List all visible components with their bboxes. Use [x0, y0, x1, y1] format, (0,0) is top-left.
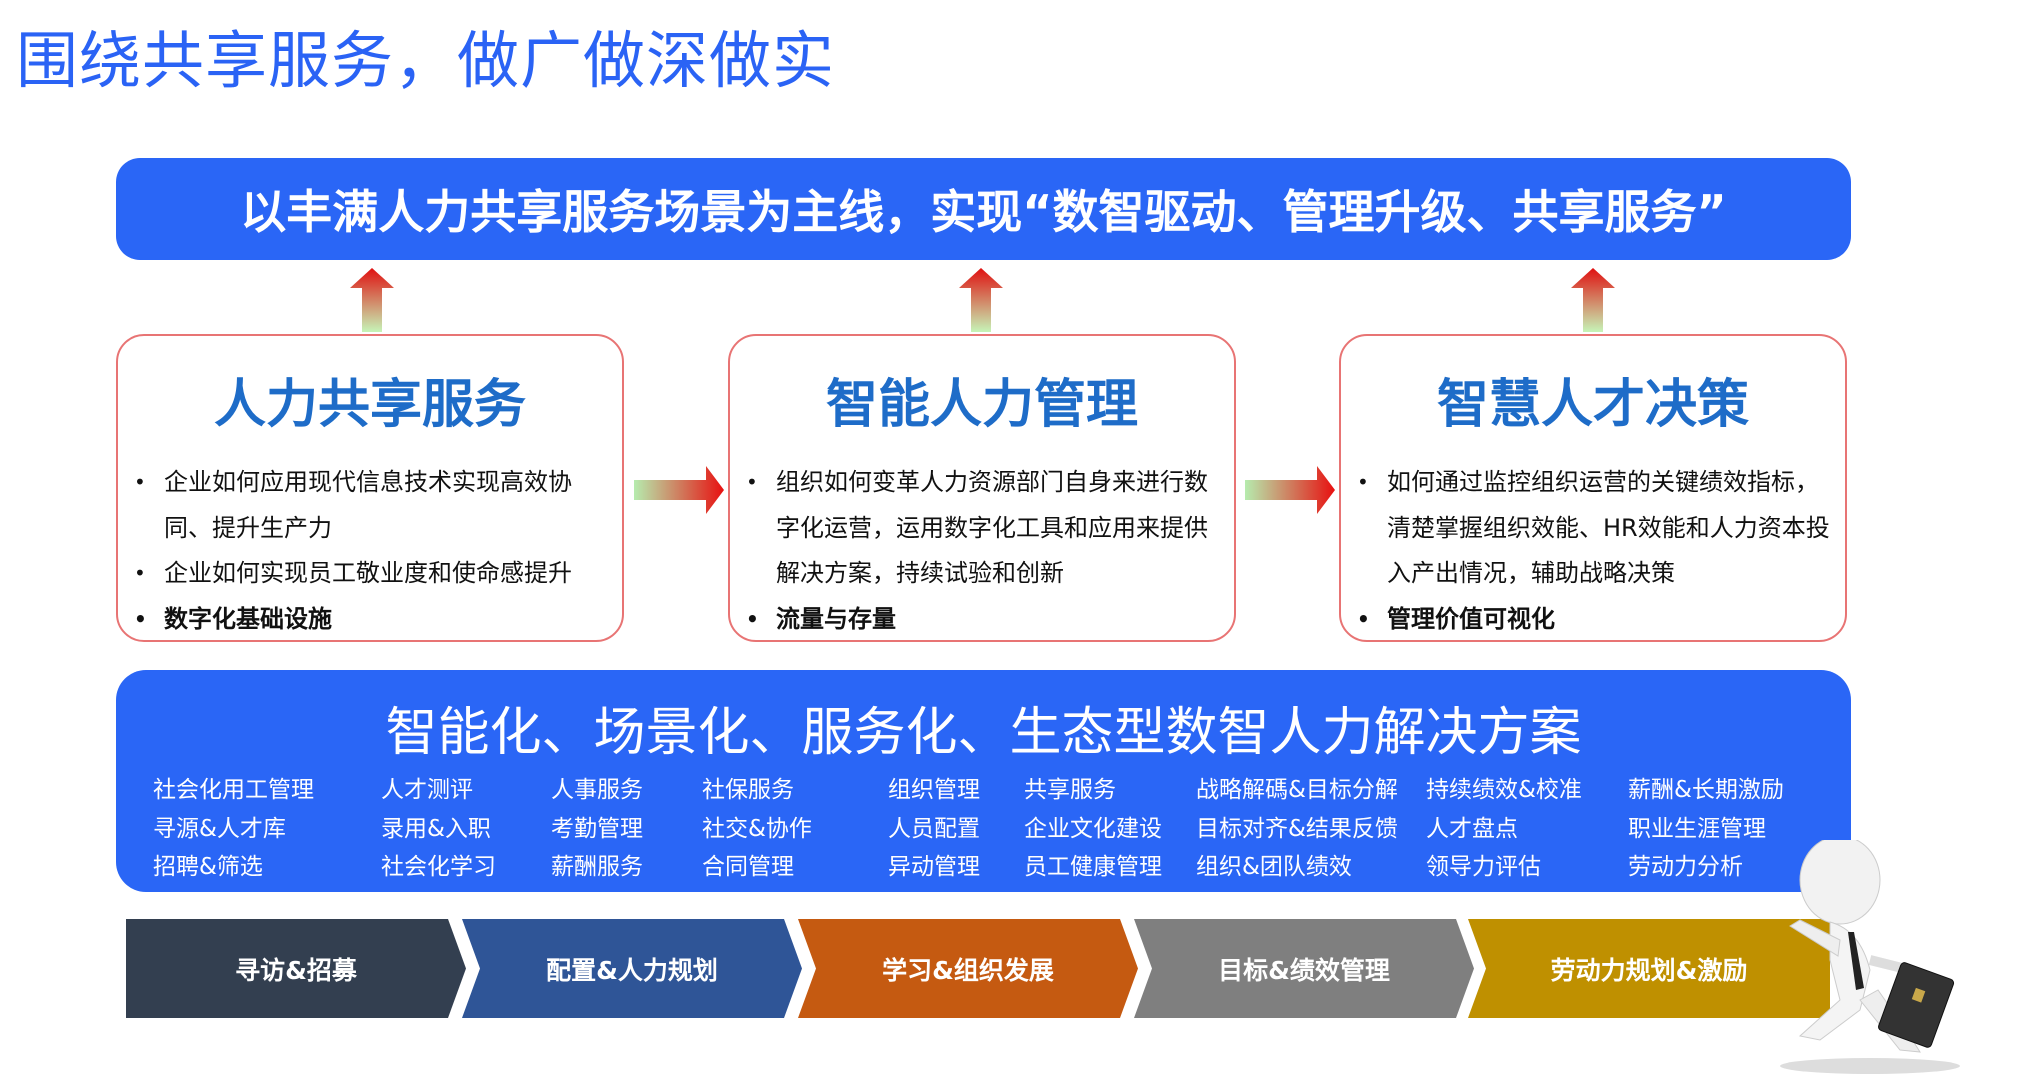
solution-item: 社交&协作 [702, 816, 812, 842]
up-arrow-icon [350, 268, 394, 332]
solution-item: 考勤管理 [551, 816, 643, 842]
solution-item: 职业生涯管理 [1628, 816, 1766, 842]
card-bullet-bold: 流量与存量 [746, 597, 1226, 643]
solution-item: 合同管理 [702, 854, 794, 880]
solution-item: 员工健康管理 [1024, 854, 1162, 880]
solution-panel: 智能化、场景化、服务化、生态型数智人力解决方案 社会化用工管理寻源&人才库招聘&… [116, 670, 1851, 892]
solution-item: 战略解碼&目标分解 [1196, 777, 1398, 803]
stage-chevron: 寻访&招募 [126, 919, 466, 1018]
stage-label: 寻访&招募 [235, 955, 357, 985]
solution-item: 目标对齐&结果反馈 [1196, 816, 1398, 842]
stage-label: 劳动力规划&激励 [1550, 955, 1748, 985]
card-bullet: 企业如何实现员工敬业度和使命感提升 [134, 551, 614, 597]
solution-item: 人才测评 [381, 777, 473, 803]
solution-item: 企业文化建设 [1024, 816, 1162, 842]
solution-item: 领导力评估 [1426, 854, 1541, 880]
stage-label: 目标&绩效管理 [1218, 955, 1390, 985]
solution-item: 社保服务 [702, 777, 794, 803]
solution-item: 人员配置 [888, 816, 980, 842]
solution-item: 薪酬服务 [551, 854, 643, 880]
solution-item: 共享服务 [1024, 777, 1116, 803]
solution-item: 社会化用工管理 [153, 777, 314, 803]
right-arrow-icon [634, 466, 724, 514]
solution-item: 人事服务 [551, 777, 643, 803]
card-bullet: 企业如何应用现代信息技术实现高效协同、提升生产力 [134, 460, 614, 551]
card-title: 智慧人才决策 [1436, 375, 1749, 435]
solution-heading: 智能化、场景化、服务化、生态型数智人力解决方案 [385, 703, 1582, 763]
solution-item: 组织&团队绩效 [1196, 854, 1352, 880]
card-bullet: 如何通过监控组织运营的关键绩效指标，清楚掌握组织效能、HR效能和人力资本投入产出… [1357, 460, 1837, 597]
solution-item: 异动管理 [888, 854, 980, 880]
solution-item: 组织管理 [888, 777, 980, 803]
stage-label: 学习&组织发展 [882, 955, 1054, 985]
stage-chevron: 学习&组织发展 [798, 919, 1138, 1018]
goal-banner: 以丰满人力共享服务场景为主线，实现“数智驱动、管理升级、共享服务” [116, 158, 1851, 260]
solution-item: 持续绩效&校准 [1426, 777, 1582, 803]
card-bullet-bold: 管理价值可视化 [1357, 597, 1837, 643]
solution-item: 寻源&人才库 [153, 816, 286, 842]
card-bullet: 组织如何变革人力资源部门自身来进行数字化运营，运用数字化工具和应用来提供解决方案… [746, 460, 1226, 597]
stage-label: 配置&人力规划 [546, 955, 718, 985]
solution-item: 招聘&筛选 [153, 854, 263, 880]
solution-item: 劳动力分析 [1628, 854, 1743, 880]
card-smart-hr-management: 智能人力管理 组织如何变革人力资源部门自身来进行数字化运营，运用数字化工具和应用… [728, 334, 1236, 642]
page-title: 围绕共享服务，做广做深做实 [16, 24, 836, 97]
stage-chevron: 目标&绩效管理 [1134, 919, 1474, 1018]
card-smart-talent-decision: 智慧人才决策 如何通过监控组织运营的关键绩效指标，清楚掌握组织效能、HR效能和人… [1339, 334, 1847, 642]
right-arrow-icon [1245, 466, 1335, 514]
card-title: 人力共享服务 [213, 375, 526, 435]
up-arrow-icon [959, 268, 1003, 332]
goal-banner-text: 以丰满人力共享服务场景为主线，实现“数智驱动、管理升级、共享服务” [240, 185, 1727, 239]
card-bullet-bold: 数字化基础设施 [134, 597, 614, 643]
stage-chevron: 劳动力规划&激励 [1468, 919, 1830, 1018]
solution-item: 人才盘点 [1426, 816, 1518, 842]
solution-item: 录用&入职 [381, 816, 491, 842]
solution-item: 社会化学习 [381, 854, 496, 880]
card-hr-shared-service: 人力共享服务 企业如何应用现代信息技术实现高效协同、提升生产力 企业如何实现员工… [116, 334, 624, 642]
solution-item: 薪酬&长期激励 [1628, 777, 1784, 803]
card-title: 智能人力管理 [825, 375, 1138, 435]
up-arrow-icon [1571, 268, 1615, 332]
stage-chevron: 配置&人力规划 [462, 919, 802, 1018]
running-businessman-figure [1780, 840, 1960, 1074]
